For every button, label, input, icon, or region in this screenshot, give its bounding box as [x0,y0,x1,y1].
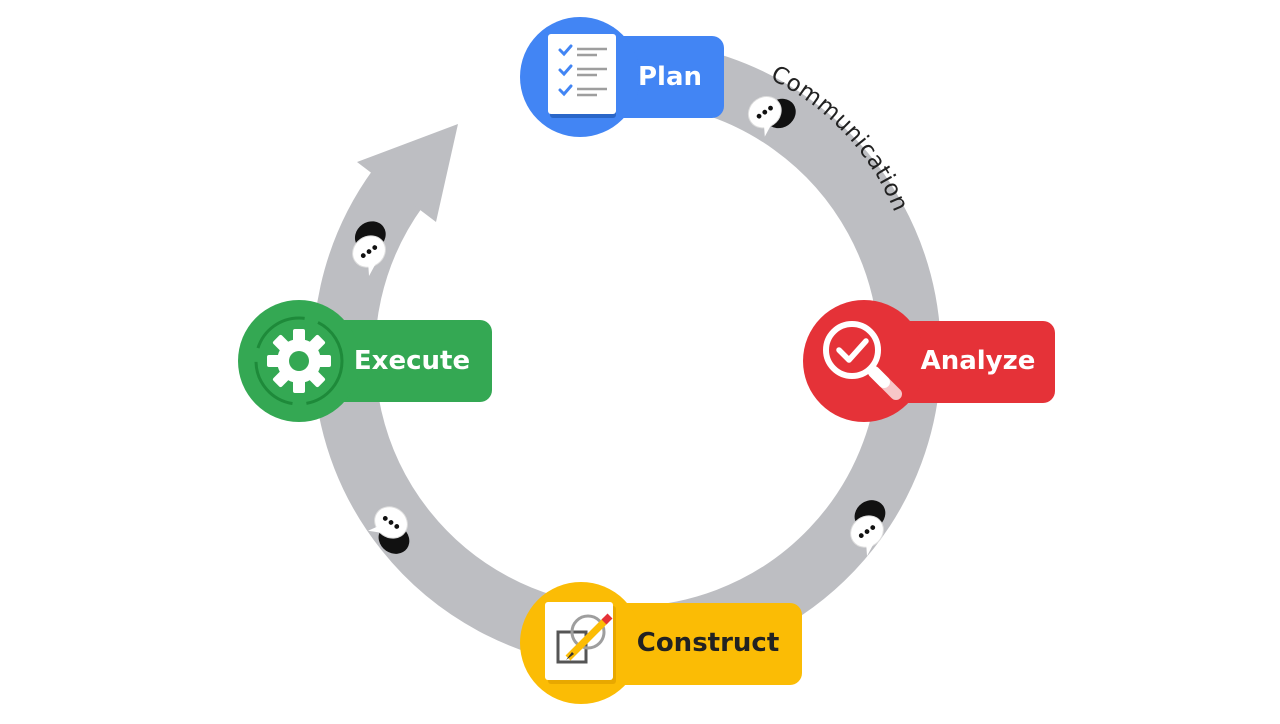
checklist-icon [548,34,616,118]
construct-label: Construct [637,628,780,658]
speech-bubble-icon [352,221,386,276]
cycle-arrowhead [357,124,458,222]
gear-icon [254,316,344,406]
speech-bubble-icon [368,506,410,554]
stage-construct: Construct [520,582,802,704]
stage-execute: Execute [238,300,492,422]
stage-plan: Plan [520,17,724,137]
pencil-canvas-icon [545,602,616,684]
speech-bubble-icon [747,95,796,137]
analyze-label: Analyze [921,346,1036,376]
execute-label: Execute [354,346,470,376]
speech-bubble-icon [850,500,886,556]
plan-label: Plan [638,62,702,92]
magnifier-check-icon [823,321,902,400]
stage-analyze: Analyze [803,300,1055,422]
